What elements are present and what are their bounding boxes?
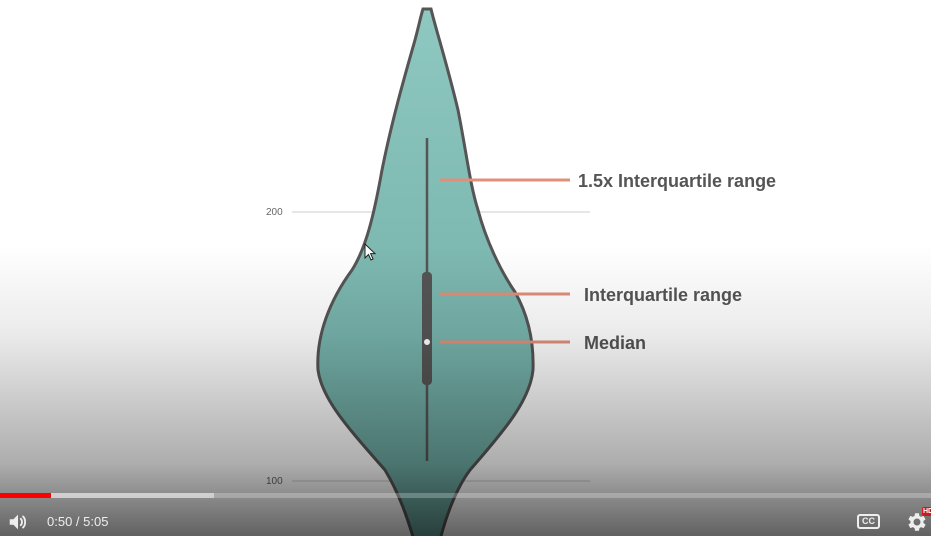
iqr-box [422,272,432,385]
time-display: 0:50 / 5:05 [47,514,109,529]
captions-label: CC [862,516,875,526]
captions-button[interactable]: CC [857,514,880,529]
tick-label-200: 200 [266,207,283,218]
progress-played [0,493,51,498]
annotation-whisker-range: 1.5x Interquartile range [578,171,776,191]
progress-bar[interactable] [0,493,931,498]
volume-button[interactable] [6,510,30,534]
gear-icon [908,513,926,531]
player-controls: 0:50 / 5:05 CC HD [0,506,931,536]
annotation-median: Median [584,333,646,353]
volume-icon [9,514,27,530]
progress-loaded [0,493,215,498]
median-point [424,339,430,345]
hd-badge: HD [922,507,931,516]
settings-button[interactable] [904,510,928,534]
annotation-iqr: Interquartile range [584,285,742,305]
tick-label-100: 100 [266,476,283,487]
